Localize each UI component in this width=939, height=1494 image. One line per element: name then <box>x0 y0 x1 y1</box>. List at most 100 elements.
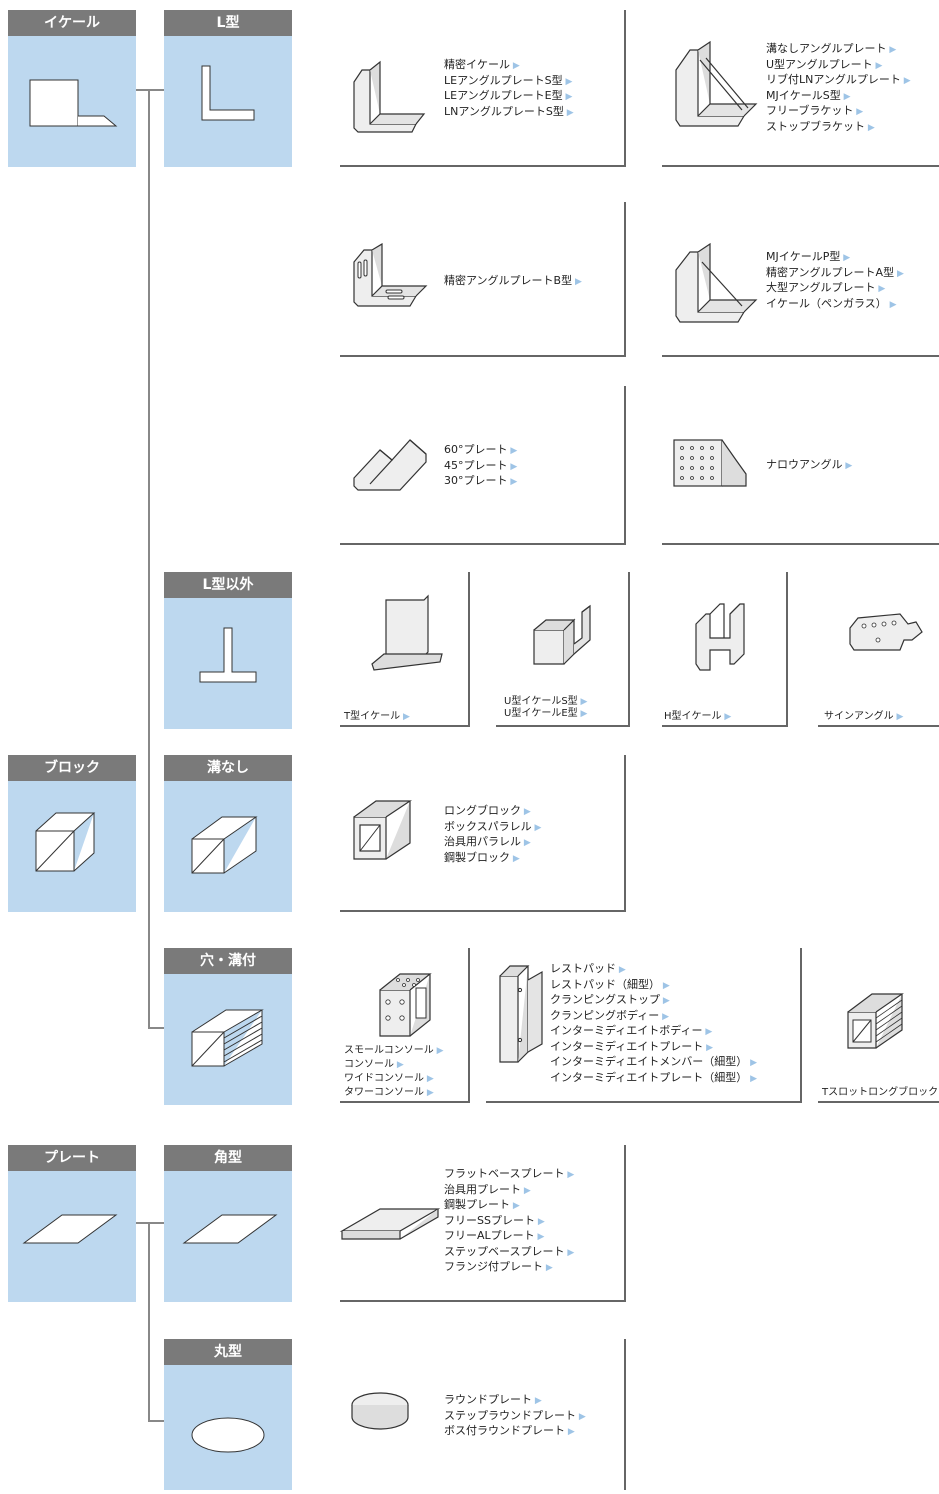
product-links: H型イケール <box>664 710 731 725</box>
product-link[interactable]: ナロウアングル <box>766 458 852 474</box>
product-panel: 溝なしアングルプレート U型アングルプレート リブ付LNアングルプレート MJイ… <box>662 10 939 167</box>
product-link[interactable]: 精密アングルプレートB型 <box>444 274 582 290</box>
round-plate-figure <box>164 1365 292 1490</box>
product-link[interactable]: クランピングボディー <box>550 1009 757 1025</box>
ribbed-angle-plate-image <box>675 40 758 127</box>
product-link[interactable]: フリーSSプレート <box>444 1214 574 1230</box>
h-ikeru-image <box>695 603 745 671</box>
product-link[interactable]: フリーALプレート <box>444 1229 574 1245</box>
product-link[interactable]: レストパッド <box>550 962 757 978</box>
product-link[interactable]: 治具用プレート <box>444 1183 574 1199</box>
connector-line <box>136 1222 164 1224</box>
category-title: L型 <box>164 10 292 36</box>
product-link[interactable]: ボックスパラレル <box>444 820 541 836</box>
product-panel: スモールコンソール コンソール ワイドコンソール タワーコンソール <box>340 948 470 1103</box>
mj-angle-image <box>675 242 758 323</box>
ikeru-figure <box>8 36 136 167</box>
product-link[interactable]: U型イケールE型 <box>504 708 587 720</box>
product-link[interactable]: スモールコンソール <box>344 1044 444 1058</box>
rest-pad-image <box>499 965 543 1063</box>
category-mizo-nashi[interactable]: 溝なし <box>164 755 292 912</box>
product-link[interactable]: 治具用パラレル <box>444 835 541 851</box>
product-link[interactable]: 45°プレート <box>444 459 517 475</box>
category-plate[interactable]: プレート <box>8 1145 136 1302</box>
product-link[interactable]: LNアングルプレートS型 <box>444 105 574 121</box>
connector-line <box>148 1222 150 1422</box>
product-link[interactable]: Tスロットロングブロック <box>822 1086 939 1101</box>
product-link[interactable]: ステップラウンドプレート <box>444 1409 586 1425</box>
block-figure <box>8 781 136 912</box>
product-link[interactable]: U型イケールS型 <box>504 696 587 708</box>
product-panel: Tスロットロングブロック <box>818 948 939 1103</box>
product-link[interactable]: イケール（ペンガラス） <box>766 297 904 313</box>
product-link[interactable]: 精密イケール <box>444 58 574 74</box>
slotted-block-figure <box>164 974 292 1105</box>
round-plate-image <box>351 1392 409 1430</box>
product-link[interactable]: 鋼製プレート <box>444 1198 574 1214</box>
product-links: 溝なしアングルプレート U型アングルプレート リブ付LNアングルプレート MJイ… <box>766 42 911 135</box>
product-link[interactable]: 溝なしアングルプレート <box>766 42 911 58</box>
product-panel: 60°プレート 45°プレート 30°プレート <box>340 386 626 545</box>
product-links: スモールコンソール コンソール ワイドコンソール タワーコンソール <box>344 1044 444 1100</box>
angle-plate-image <box>353 60 426 133</box>
product-link[interactable]: H型イケール <box>664 710 731 725</box>
product-link[interactable]: リブ付LNアングルプレート <box>766 73 911 89</box>
category-ikeru[interactable]: イケール <box>8 10 136 167</box>
connector-line <box>148 1420 164 1422</box>
product-link[interactable]: フラットベースプレート <box>444 1167 574 1183</box>
t-shape-figure <box>164 598 292 729</box>
product-link[interactable]: インターミディエイトボディー <box>550 1024 757 1040</box>
product-link[interactable]: MJイケールS型 <box>766 89 911 105</box>
category-kaku[interactable]: 角型 <box>164 1145 292 1302</box>
product-links: サインアングル <box>824 710 903 725</box>
product-link[interactable]: ステップベースプレート <box>444 1245 574 1261</box>
product-link[interactable]: 鋼製ブロック <box>444 851 541 867</box>
product-panel: 精密イケール LEアングルプレートS型 LEアングルプレートE型 LNアングルプ… <box>340 10 626 167</box>
product-link[interactable]: コンソール <box>344 1058 444 1072</box>
category-title: 丸型 <box>164 1339 292 1365</box>
product-links: U型イケールS型 U型イケールE型 <box>504 696 587 720</box>
category-l-type[interactable]: L型 <box>164 10 292 167</box>
u-ikeru-image <box>533 604 591 665</box>
product-link[interactable]: 60°プレート <box>444 443 517 459</box>
category-l-other[interactable]: L型以外 <box>164 572 292 729</box>
product-link[interactable]: 30°プレート <box>444 474 517 490</box>
connector-line <box>148 1027 164 1029</box>
product-links: 精密アングルプレートB型 <box>444 274 582 290</box>
product-link[interactable]: ワイドコンソール <box>344 1072 444 1086</box>
product-links: 60°プレート 45°プレート 30°プレート <box>444 443 517 490</box>
product-panel: サインアングル <box>818 572 939 727</box>
product-link[interactable]: フリーブラケット <box>766 104 911 120</box>
product-link[interactable]: 精密アングルプレートA型 <box>766 266 904 282</box>
product-link[interactable]: LEアングルプレートS型 <box>444 74 574 90</box>
product-link[interactable]: ロングブロック <box>444 804 541 820</box>
category-title: L型以外 <box>164 572 292 598</box>
product-link[interactable]: タワーコンソール <box>344 1086 444 1100</box>
category-title: 穴・溝付 <box>164 948 292 974</box>
t-slot-block-image <box>847 993 904 1049</box>
l-shape-figure <box>164 36 292 167</box>
product-link[interactable]: U型アングルプレート <box>766 58 911 74</box>
product-link[interactable]: ストップブラケット <box>766 120 911 136</box>
product-link[interactable]: ボス付ラウンドプレート <box>444 1424 586 1440</box>
product-link[interactable]: MJイケールP型 <box>766 250 904 266</box>
product-links: フラットベースプレート 治具用プレート 鋼製プレート フリーSSプレート フリー… <box>444 1167 574 1276</box>
product-link[interactable]: インターミディエイトメンバー（細型） <box>550 1055 757 1071</box>
product-link[interactable]: 大型アングルプレート <box>766 281 904 297</box>
product-link[interactable]: インターミディエイトプレート（細型） <box>550 1071 757 1087</box>
product-link[interactable]: フランジ付プレート <box>444 1260 574 1276</box>
product-link[interactable]: インターミディエイトプレート <box>550 1040 757 1056</box>
product-links: ロングブロック ボックスパラレル 治具用パラレル 鋼製ブロック <box>444 804 541 866</box>
product-link[interactable]: LEアングルプレートE型 <box>444 89 574 105</box>
category-title: ブロック <box>8 755 136 781</box>
product-link[interactable]: T型イケール <box>344 710 410 725</box>
product-link[interactable]: サインアングル <box>824 710 903 725</box>
product-link[interactable]: ラウンドプレート <box>444 1393 586 1409</box>
category-maru[interactable]: 丸型 <box>164 1339 292 1490</box>
product-link[interactable]: レストパッド（細型） <box>550 978 757 994</box>
category-ana-mizo[interactable]: 穴・溝付 <box>164 948 292 1105</box>
category-block[interactable]: ブロック <box>8 755 136 912</box>
product-panel: レストパッド レストパッド（細型） クランピングストップ クランピングボディー … <box>486 948 802 1103</box>
product-link[interactable]: クランピングストップ <box>550 993 757 1009</box>
product-panel: ナロウアングル <box>662 386 939 545</box>
